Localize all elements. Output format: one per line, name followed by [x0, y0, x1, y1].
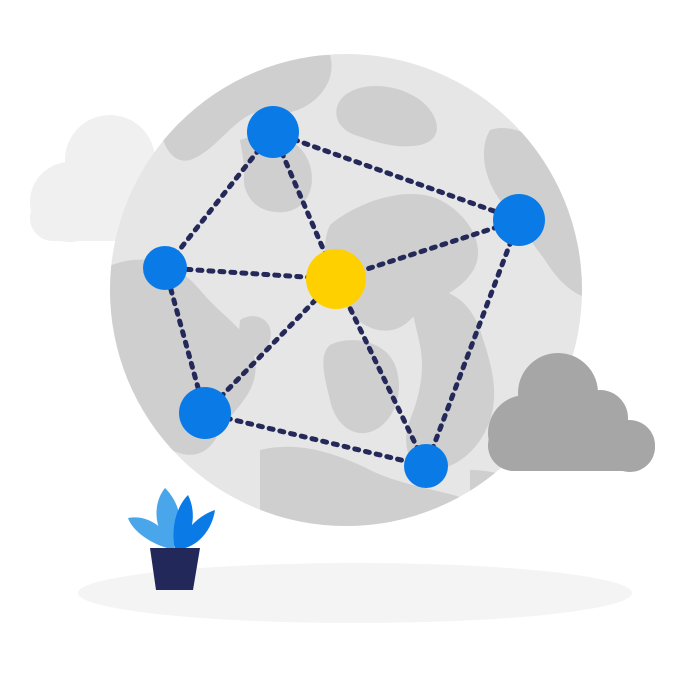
network-icon — [162, 129, 522, 469]
network-node — [179, 387, 231, 439]
plant-pot — [150, 548, 200, 590]
potted-plant-icon — [128, 488, 215, 590]
connection-line — [423, 217, 522, 469]
cloud-icon — [488, 353, 655, 472]
network-node — [247, 106, 299, 158]
connection-line — [333, 276, 429, 469]
connection-line — [202, 410, 429, 469]
plant-leaf — [176, 510, 215, 550]
plant-leaf — [173, 495, 193, 550]
network-node — [404, 444, 448, 488]
ground-shadow — [78, 563, 632, 623]
network-node — [143, 246, 187, 290]
globe-landmasses — [110, 55, 582, 526]
plant-leaf — [128, 517, 175, 550]
connection-line — [333, 217, 522, 282]
network-node — [493, 194, 545, 246]
network-hub-node — [306, 249, 366, 309]
connection-line — [270, 129, 522, 223]
connection-line — [202, 276, 339, 416]
connection-line — [162, 129, 276, 271]
